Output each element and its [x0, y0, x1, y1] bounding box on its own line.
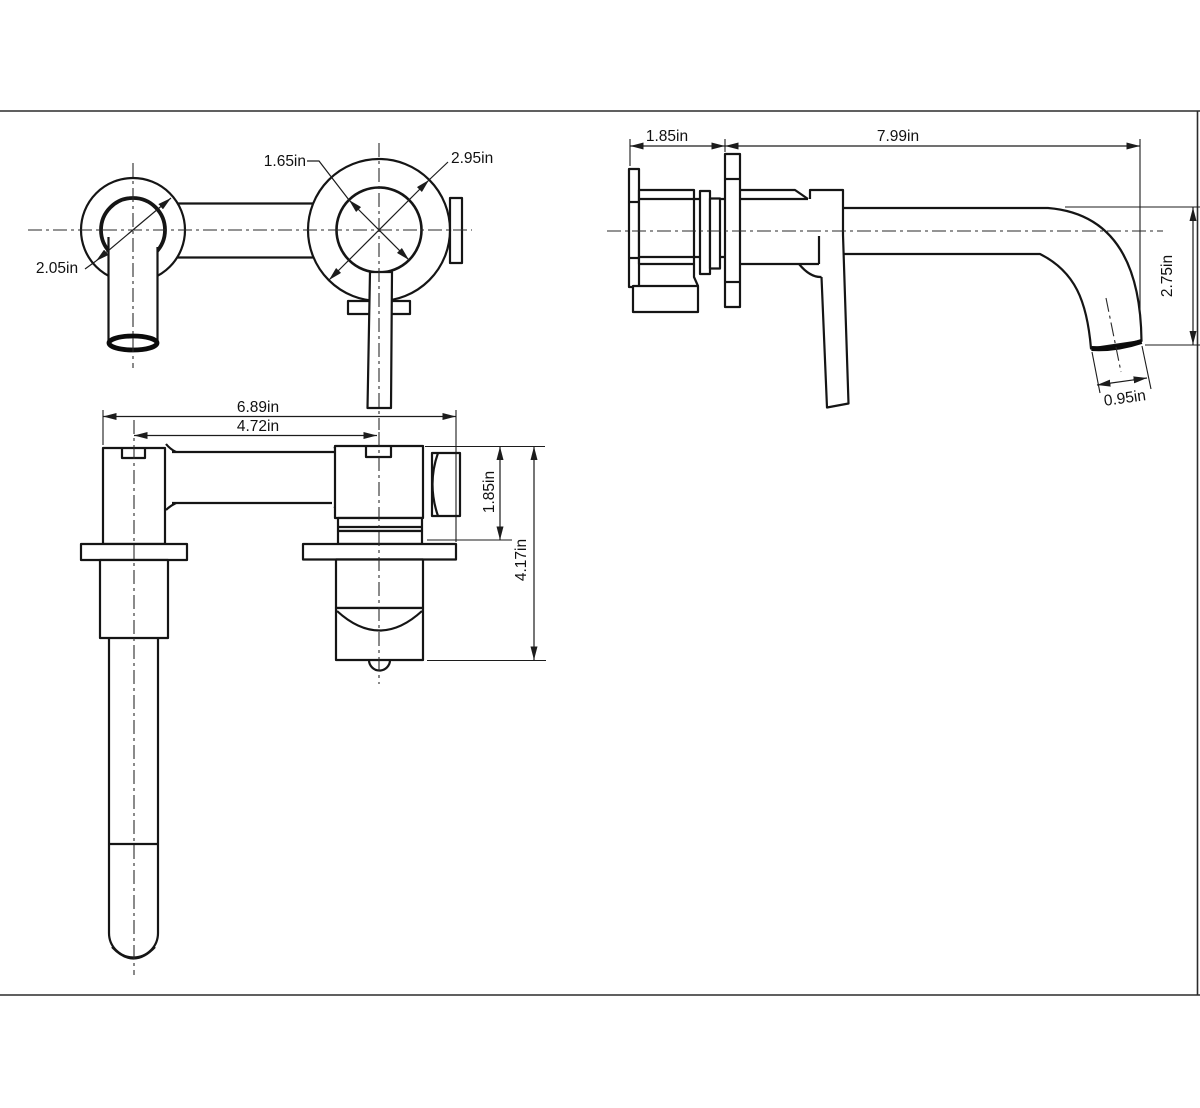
top-valve-outlet: [430, 451, 462, 518]
front-handle-lever: [366, 270, 394, 410]
label-outer-diameter: 2.95in: [451, 150, 493, 167]
top-fillet-1: [165, 443, 177, 453]
label-overall-width: 6.89in: [237, 399, 279, 416]
leader-outer-diameter: [428, 161, 449, 181]
side-view: 1.85in 7.99in 2.75in 0.95in: [607, 128, 1200, 410]
side-body-fill: [740, 199, 819, 264]
label-tip-diameter: 0.95in: [1103, 387, 1147, 410]
ext-tip-left: [1091, 351, 1101, 394]
front-view: 2.05in 1.65in 2.95in: [28, 143, 493, 430]
side-locknut-2: [708, 197, 722, 270]
side-pipe-block: [637, 188, 696, 266]
side-cartridge-bump-arc: [798, 263, 822, 279]
side-handle-fill: [810, 190, 849, 408]
label-wall-depth: 1.85in: [646, 128, 688, 145]
label-spout-drop: 2.75in: [1159, 255, 1176, 297]
top-view: 6.89in 4.72in 1.85in 4.17in: [79, 399, 546, 975]
dim-line-tip-diameter: [1096, 376, 1148, 387]
side-body-top-sliver: [740, 188, 809, 200]
label-center-distance: 4.72in: [237, 418, 279, 435]
side-tip-axis-centerline: [1105, 297, 1122, 373]
leader-flange-diameter: [84, 260, 97, 270]
label-body-depth: 1.85in: [481, 471, 498, 513]
label-overall-depth: 4.17in: [513, 539, 530, 581]
side-body-outline: [740, 197, 821, 266]
side-handle-outline: [808, 188, 850, 409]
label-spout-reach: 7.99in: [877, 128, 919, 145]
top-valve-dome-arc: [336, 610, 423, 632]
border-frame: [0, 110, 1200, 996]
side-inlet-fitting: [627, 167, 641, 289]
top-fillet-2: [165, 502, 177, 511]
side-spout-outline: [843, 206, 1143, 350]
side-mount-bracket: [631, 284, 700, 314]
label-flange-diameter: 2.05in: [36, 260, 78, 277]
top-valve-collar: [336, 516, 424, 533]
side-locknut-1: [698, 189, 712, 276]
side-block-step: [692, 264, 700, 287]
top-valve-neck: [336, 529, 424, 546]
ext-tip-right: [1141, 345, 1152, 390]
top-valve-outlet-joint-arc: [431, 452, 440, 517]
label-inner-diameter: 1.65in: [264, 153, 306, 170]
